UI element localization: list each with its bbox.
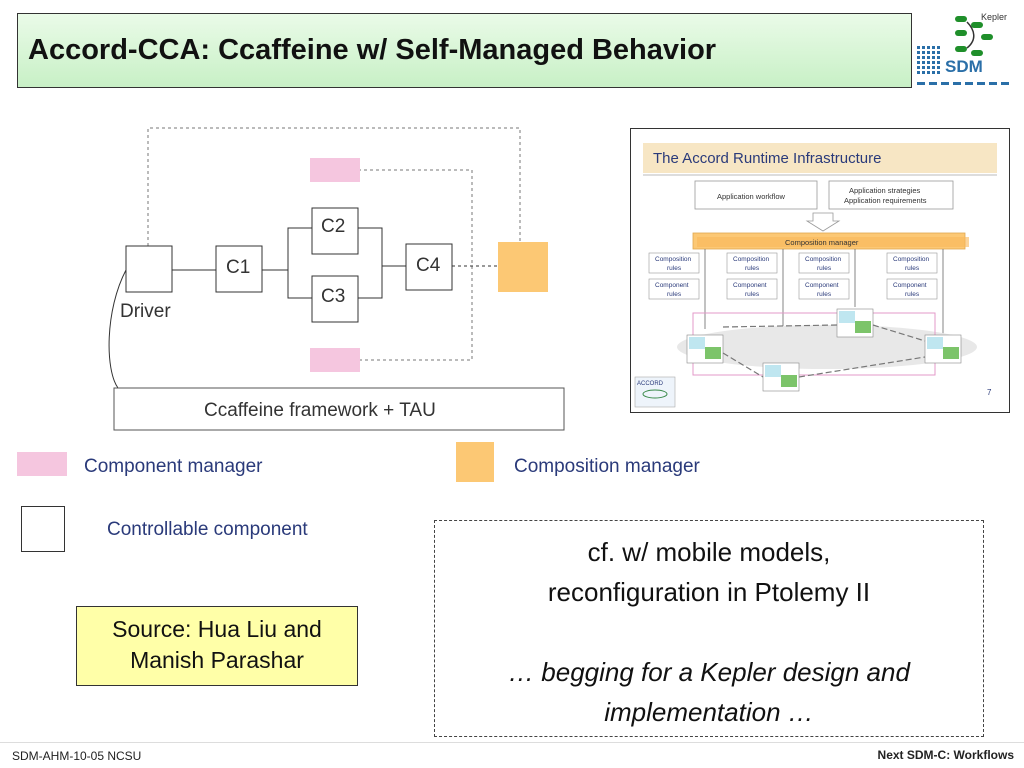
c2-box bbox=[311, 207, 359, 255]
driver-label: Driver bbox=[120, 301, 171, 322]
note-line-4: implementation … bbox=[604, 697, 814, 727]
legend-controllable-component-label: Controllable component bbox=[107, 519, 308, 540]
inset-app-strategies: Application strategies bbox=[849, 186, 921, 195]
inset-compo-rules-1a: Component bbox=[655, 282, 689, 289]
inset-accord-label: ACCORD bbox=[637, 381, 664, 387]
inset-comp-rules-1a: Composition bbox=[655, 256, 692, 263]
source-line-2: Manish Parashar bbox=[130, 647, 304, 673]
note-line-2: reconfiguration in Ptolemy II bbox=[547, 577, 871, 607]
logo-subtext: SDM bbox=[945, 57, 983, 76]
inset-compo-rules-4a: Component bbox=[893, 282, 927, 289]
source-box: Source: Hua Liu and Manish Parashar bbox=[76, 606, 358, 686]
footer-left-text: SDM-AHM-10-05 NCSU bbox=[12, 749, 142, 763]
inset-compo-rules-4b: rules bbox=[905, 291, 920, 298]
inset-comp-rules-4b: rules bbox=[905, 265, 920, 272]
inset-page-number: 7 bbox=[987, 388, 992, 397]
inset-compo-rules-2a: Component bbox=[733, 282, 767, 289]
inset-comp-rules-4a: Composition bbox=[893, 256, 930, 263]
inset-comp-rules-1b: rules bbox=[667, 265, 682, 272]
c4-label: C4 bbox=[416, 255, 441, 276]
logo-text: Kepler bbox=[981, 12, 1007, 22]
title-bar: Accord-CCA: Ccaffeine w/ Self-Managed Be… bbox=[17, 13, 912, 88]
kepler-sdm-logo: Kepler SDM bbox=[915, 10, 1015, 90]
inset-comp-rules-2a: Composition bbox=[733, 256, 770, 263]
c1-box bbox=[215, 245, 263, 293]
inset-compo-rules-1b: rules bbox=[667, 291, 682, 298]
legend-controllable-component-swatch bbox=[21, 506, 65, 552]
composition-manager-box bbox=[498, 242, 548, 292]
inset-comp-rules-2b: rules bbox=[745, 265, 760, 272]
inset-comp-rules-3a: Composition bbox=[805, 256, 842, 263]
legend-composition-manager-swatch bbox=[456, 442, 494, 482]
footer-right-text: Next SDM-C: Workflows bbox=[877, 748, 1014, 762]
inset-comp-rules-3b: rules bbox=[817, 265, 832, 272]
c1-label: C1 bbox=[226, 257, 250, 278]
c3-label: C3 bbox=[321, 286, 345, 307]
framework-bar bbox=[113, 387, 565, 431]
note-spacer bbox=[435, 612, 983, 652]
note-line-3: … begging for a Kepler design and bbox=[508, 657, 910, 687]
component-manager-top bbox=[310, 158, 360, 182]
note-box: cf. w/ mobile models, reconfiguration in… bbox=[434, 520, 984, 737]
inset-app-workflow: Application workflow bbox=[717, 192, 786, 201]
inset-app-requirements: Application requirements bbox=[844, 196, 927, 205]
inset-compo-rules-2b: rules bbox=[745, 291, 760, 298]
component-diagram: Driver C1 C2 C3 C4 Ccaffeine framework +… bbox=[100, 120, 580, 440]
component-manager-bottom bbox=[310, 348, 360, 372]
c3-box bbox=[311, 275, 359, 323]
legend-composition-manager-label: Composition manager bbox=[514, 456, 700, 477]
accord-runtime-inset: The Accord Runtime Infrastructure Applic… bbox=[630, 128, 1010, 413]
page-title: Accord-CCA: Ccaffeine w/ Self-Managed Be… bbox=[28, 34, 717, 66]
legend-component-manager-label: Component manager bbox=[84, 456, 263, 477]
c4-box bbox=[405, 243, 453, 291]
inset-compo-rules-3a: Component bbox=[805, 282, 839, 289]
framework-label: Ccaffeine framework + TAU bbox=[204, 400, 436, 421]
footer-divider bbox=[0, 742, 1024, 743]
legend-component-manager-swatch bbox=[17, 452, 67, 476]
source-line-1: Source: Hua Liu and bbox=[112, 616, 322, 642]
note-line-1: cf. w/ mobile models, bbox=[587, 537, 831, 567]
driver-box bbox=[125, 245, 173, 293]
inset-composition-manager: Composition manager bbox=[785, 238, 859, 247]
inset-compo-rules-3b: rules bbox=[817, 291, 832, 298]
c2-label: C2 bbox=[321, 216, 345, 237]
inset-title: The Accord Runtime Infrastructure bbox=[653, 150, 881, 167]
